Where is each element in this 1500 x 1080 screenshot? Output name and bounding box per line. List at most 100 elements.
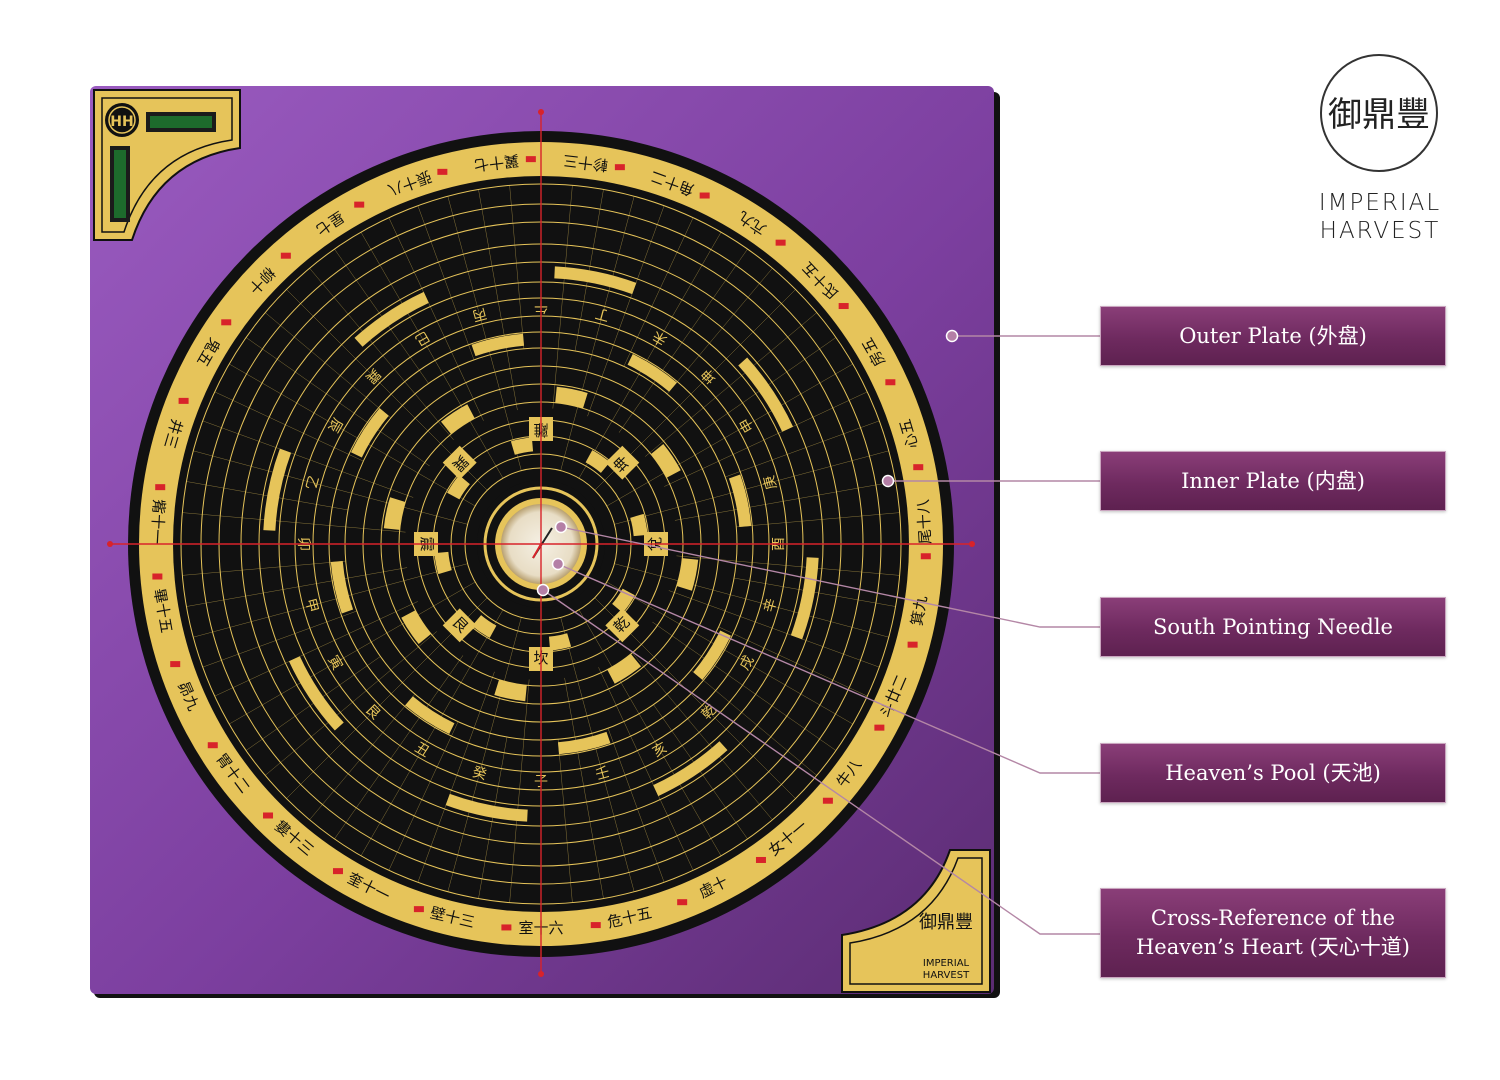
dial-gold-band: [612, 588, 635, 613]
mountain-label: 乙: [302, 474, 321, 492]
dial-tick: [606, 363, 853, 507]
dial-tick: [478, 189, 518, 411]
dial-tick: [202, 420, 414, 498]
trigram-tile: [442, 445, 477, 480]
outer-ring-mark: [207, 742, 218, 749]
outer-ring-label: 觜十一: [147, 499, 168, 545]
dial-gold-bands: [263, 266, 819, 822]
outer-ring-mark: [614, 164, 625, 171]
dial-tick: [623, 217, 694, 367]
mountain-label: 亥: [650, 740, 670, 761]
dot-cross: [536, 583, 550, 597]
dial-tick: [214, 601, 418, 697]
outer-ring-mark: [263, 812, 274, 819]
dial-gold-band: [288, 656, 344, 731]
dial-gold-band: [554, 266, 637, 295]
dial-tick: [664, 391, 868, 487]
outer-ring-mark: [280, 252, 291, 259]
dial-gold-band: [555, 386, 588, 409]
dial-tick: [725, 420, 880, 478]
dial-tick: [388, 217, 484, 421]
dial-gold-band: [653, 741, 728, 797]
dial-tick: [417, 205, 475, 360]
mountain-label: 庚: [761, 474, 780, 492]
dial-tick: [309, 693, 416, 820]
dial-tick: [736, 512, 900, 528]
dial-tick: [417, 671, 495, 883]
dial-gold-band: [585, 450, 610, 473]
dial-gold-band: [401, 610, 432, 645]
dial-gold-band: [607, 653, 642, 684]
dial-tick: [668, 590, 880, 668]
dial-gold-band: [557, 731, 611, 755]
dial-gold-band: [354, 291, 429, 347]
dial-tick: [447, 196, 522, 471]
heavens-heart-cross: [107, 109, 975, 977]
trigram-tile: [605, 445, 640, 480]
brand-name-line1: IMPERIAL: [1318, 190, 1442, 216]
dial-tick: [690, 669, 817, 776]
monogram-badge: [105, 103, 139, 137]
dial-tick: [552, 185, 573, 409]
label-pool-text: Heaven’s Pool (天池): [1165, 760, 1381, 785]
dial-tick: [229, 363, 476, 507]
dial-tick: [186, 567, 408, 607]
dial-tick: [607, 728, 665, 883]
mountain-label: 丑: [412, 740, 432, 761]
label-cross-reference: Cross-Reference of the Heaven’s Heart (天…: [1100, 888, 1446, 978]
dial-tick: [202, 610, 357, 668]
dial-gold-band: [351, 408, 389, 458]
inner-plate: 室十六壁十三奎十一婁十三胃十二昴九畢十五觜十一井三鬼五柳十星七張十八翼十七軫十三…: [128, 131, 954, 957]
corner-brand-mark: 御鼎豐: [919, 912, 973, 933]
outer-ring-mark: [590, 922, 601, 929]
outer-ring-label: 軫十三: [562, 151, 609, 174]
dial-gold-band: [471, 333, 525, 357]
dial-gold-band: [263, 448, 292, 531]
dial-gold-band: [445, 793, 528, 822]
outer-ring-mark: [677, 899, 688, 906]
outer-ring-mark: [885, 379, 896, 386]
trigram-tile: [442, 608, 477, 643]
mountain-label: 壬: [594, 764, 612, 783]
mountain-label: 申: [737, 415, 758, 435]
outer-ring-mark: [178, 397, 189, 404]
mountain-label: 戌: [737, 653, 758, 673]
dot-outer-plate: [945, 329, 959, 343]
dial-tick: [360, 609, 504, 856]
dial-tick: [606, 581, 853, 725]
dial-gold-band: [627, 354, 677, 392]
leader-cross: [542, 589, 1100, 935]
dial-gold-band: [434, 551, 452, 575]
dial-tick: [182, 512, 406, 533]
dial-tick: [614, 450, 889, 525]
dial-tick: [360, 232, 504, 479]
mountain-label: 甲: [302, 597, 321, 615]
brand-name-line2: HARVEST: [1319, 218, 1441, 244]
dial-tick: [618, 248, 748, 433]
outer-ring-mark: [775, 239, 786, 246]
outer-ring-mark: [354, 201, 365, 208]
dial-tick: [309, 268, 454, 440]
dial-tick: [560, 617, 635, 892]
dial-tick: [666, 268, 773, 395]
mountain-label: 丙: [471, 305, 489, 324]
mountain-label: 辛: [761, 597, 780, 615]
corner-brand-line1: IMPERIAL: [923, 958, 970, 969]
label-inner-plate-text: Inner Plate (内盘): [1181, 468, 1365, 493]
dial-gold-band: [728, 474, 752, 528]
dial-tick: [718, 626, 868, 697]
dial-tick: [229, 581, 476, 725]
dial-gold-band: [650, 443, 681, 478]
brand-logo: 御鼎豐 IMPERIAL HARVEST: [1300, 48, 1460, 248]
dial-tick: [598, 667, 694, 871]
dial-tick: [265, 312, 392, 419]
callout-leaders: [542, 335, 1100, 935]
outer-ring-mark: [920, 553, 931, 560]
dial-tick: [578, 609, 722, 856]
outer-ring-mark: [413, 906, 424, 913]
mountain-label: 癸: [471, 764, 489, 783]
leader-needle: [560, 526, 1100, 628]
corner-brand-line2: HARVEST: [923, 970, 970, 981]
label-cross-line1: Cross-Reference of the: [1150, 906, 1396, 930]
